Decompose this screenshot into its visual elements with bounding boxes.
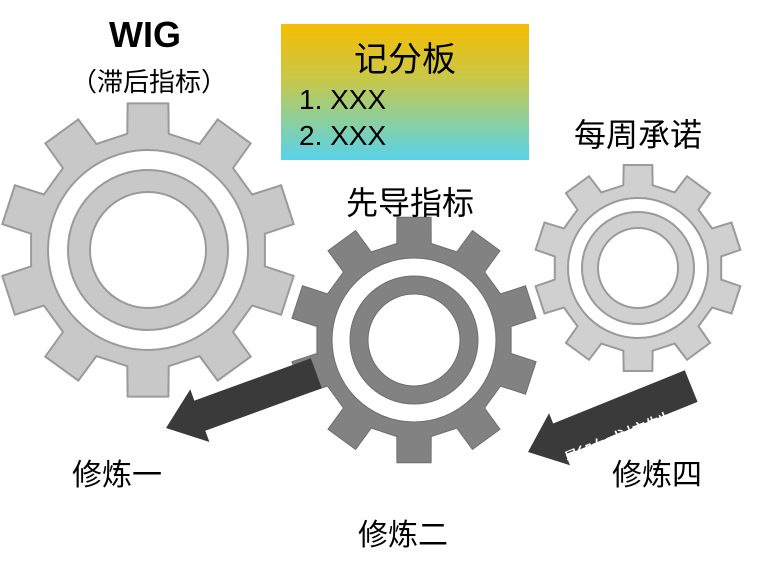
scoreboard-box: 记分板 1. XXX 2. XXX (281, 24, 529, 160)
scoreboard-title: 记分板 (354, 40, 456, 80)
scoreboard-item-2: 2. XXX (299, 120, 387, 151)
wig-title: WIG (109, 14, 181, 55)
commitment-gear (534, 164, 742, 372)
discipline-one: 修炼一 (72, 458, 162, 493)
influence-arrow (528, 370, 698, 466)
lead-gear (291, 216, 537, 464)
weekly-commitment-title: 每周承诺 (573, 116, 702, 154)
wig-subtitle: （滞后指标） (70, 68, 227, 98)
predict-arrow (166, 358, 322, 442)
discipline-two: 修炼二 (358, 518, 448, 553)
discipline-four: 修炼四 (612, 458, 702, 493)
wig-gear (1, 102, 295, 398)
scoreboard-item-1: 1. XXX (299, 84, 387, 115)
lead-measures-title: 先导指标 (345, 184, 474, 222)
